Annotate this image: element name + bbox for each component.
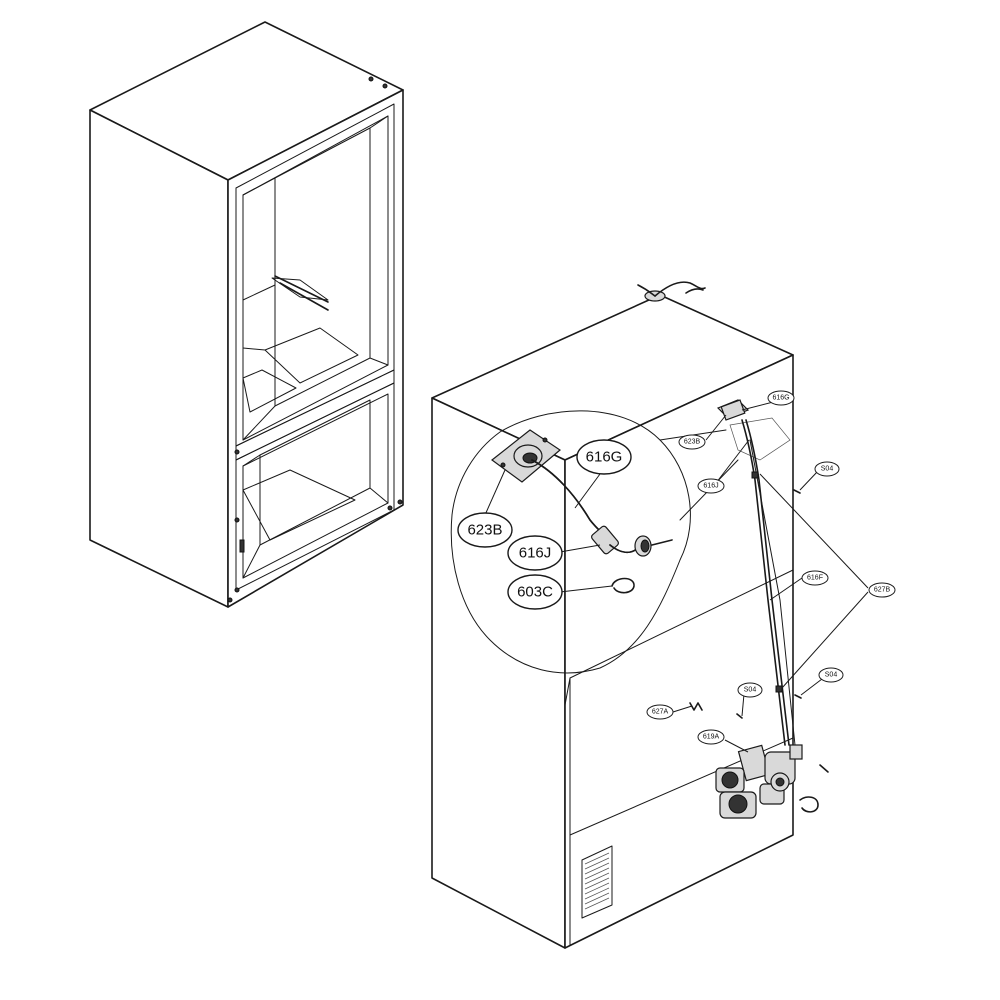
water-valve-619A	[715, 744, 819, 819]
callout-label: 627A	[652, 709, 669, 716]
callout-616G-detail: 616G	[576, 439, 632, 475]
callout-616J-detail: 616J	[507, 535, 563, 571]
callout-label: S04	[821, 466, 834, 473]
callout-label: 603C	[517, 584, 553, 601]
water-line-assembly	[689, 399, 829, 773]
callout-label: 616F	[807, 575, 823, 582]
callout-label: 623B	[467, 522, 502, 539]
callout-label: 616G	[772, 395, 789, 402]
callout-label: 616J	[519, 545, 552, 562]
callout-616F-main: 616F	[801, 570, 829, 586]
detail-magnifier	[450, 410, 739, 674]
fitting-616J-detail	[591, 525, 673, 557]
callout-627B-main: 627B	[868, 582, 896, 598]
callout-S04-upper: S04	[814, 461, 840, 477]
callout-616J-main: 616J	[697, 478, 725, 494]
callout-label: S04	[744, 687, 757, 694]
callout-623B-detail: 623B	[457, 512, 513, 548]
callout-label: 623B	[684, 439, 701, 446]
callout-label: 627B	[874, 587, 891, 594]
cabinet-front-view	[89, 21, 404, 608]
callout-S04-right: S04	[818, 667, 844, 683]
callout-S04-left: S04	[737, 682, 763, 698]
leader-lines	[484, 399, 869, 753]
callout-603C-detail: 603C	[507, 574, 563, 610]
callout-label: S04	[825, 672, 838, 679]
cabinet-rear-view	[431, 281, 794, 949]
callout-619A-main: 619A	[697, 729, 725, 745]
vent-grille	[581, 845, 613, 919]
callout-627A-main: 627A	[646, 704, 674, 720]
callout-label: 619A	[703, 734, 720, 741]
callout-623B-main: 623B	[678, 434, 706, 450]
callout-label: 616G	[586, 449, 623, 466]
callout-616G-main: 616G	[767, 390, 795, 406]
callout-label: 616J	[703, 483, 718, 490]
